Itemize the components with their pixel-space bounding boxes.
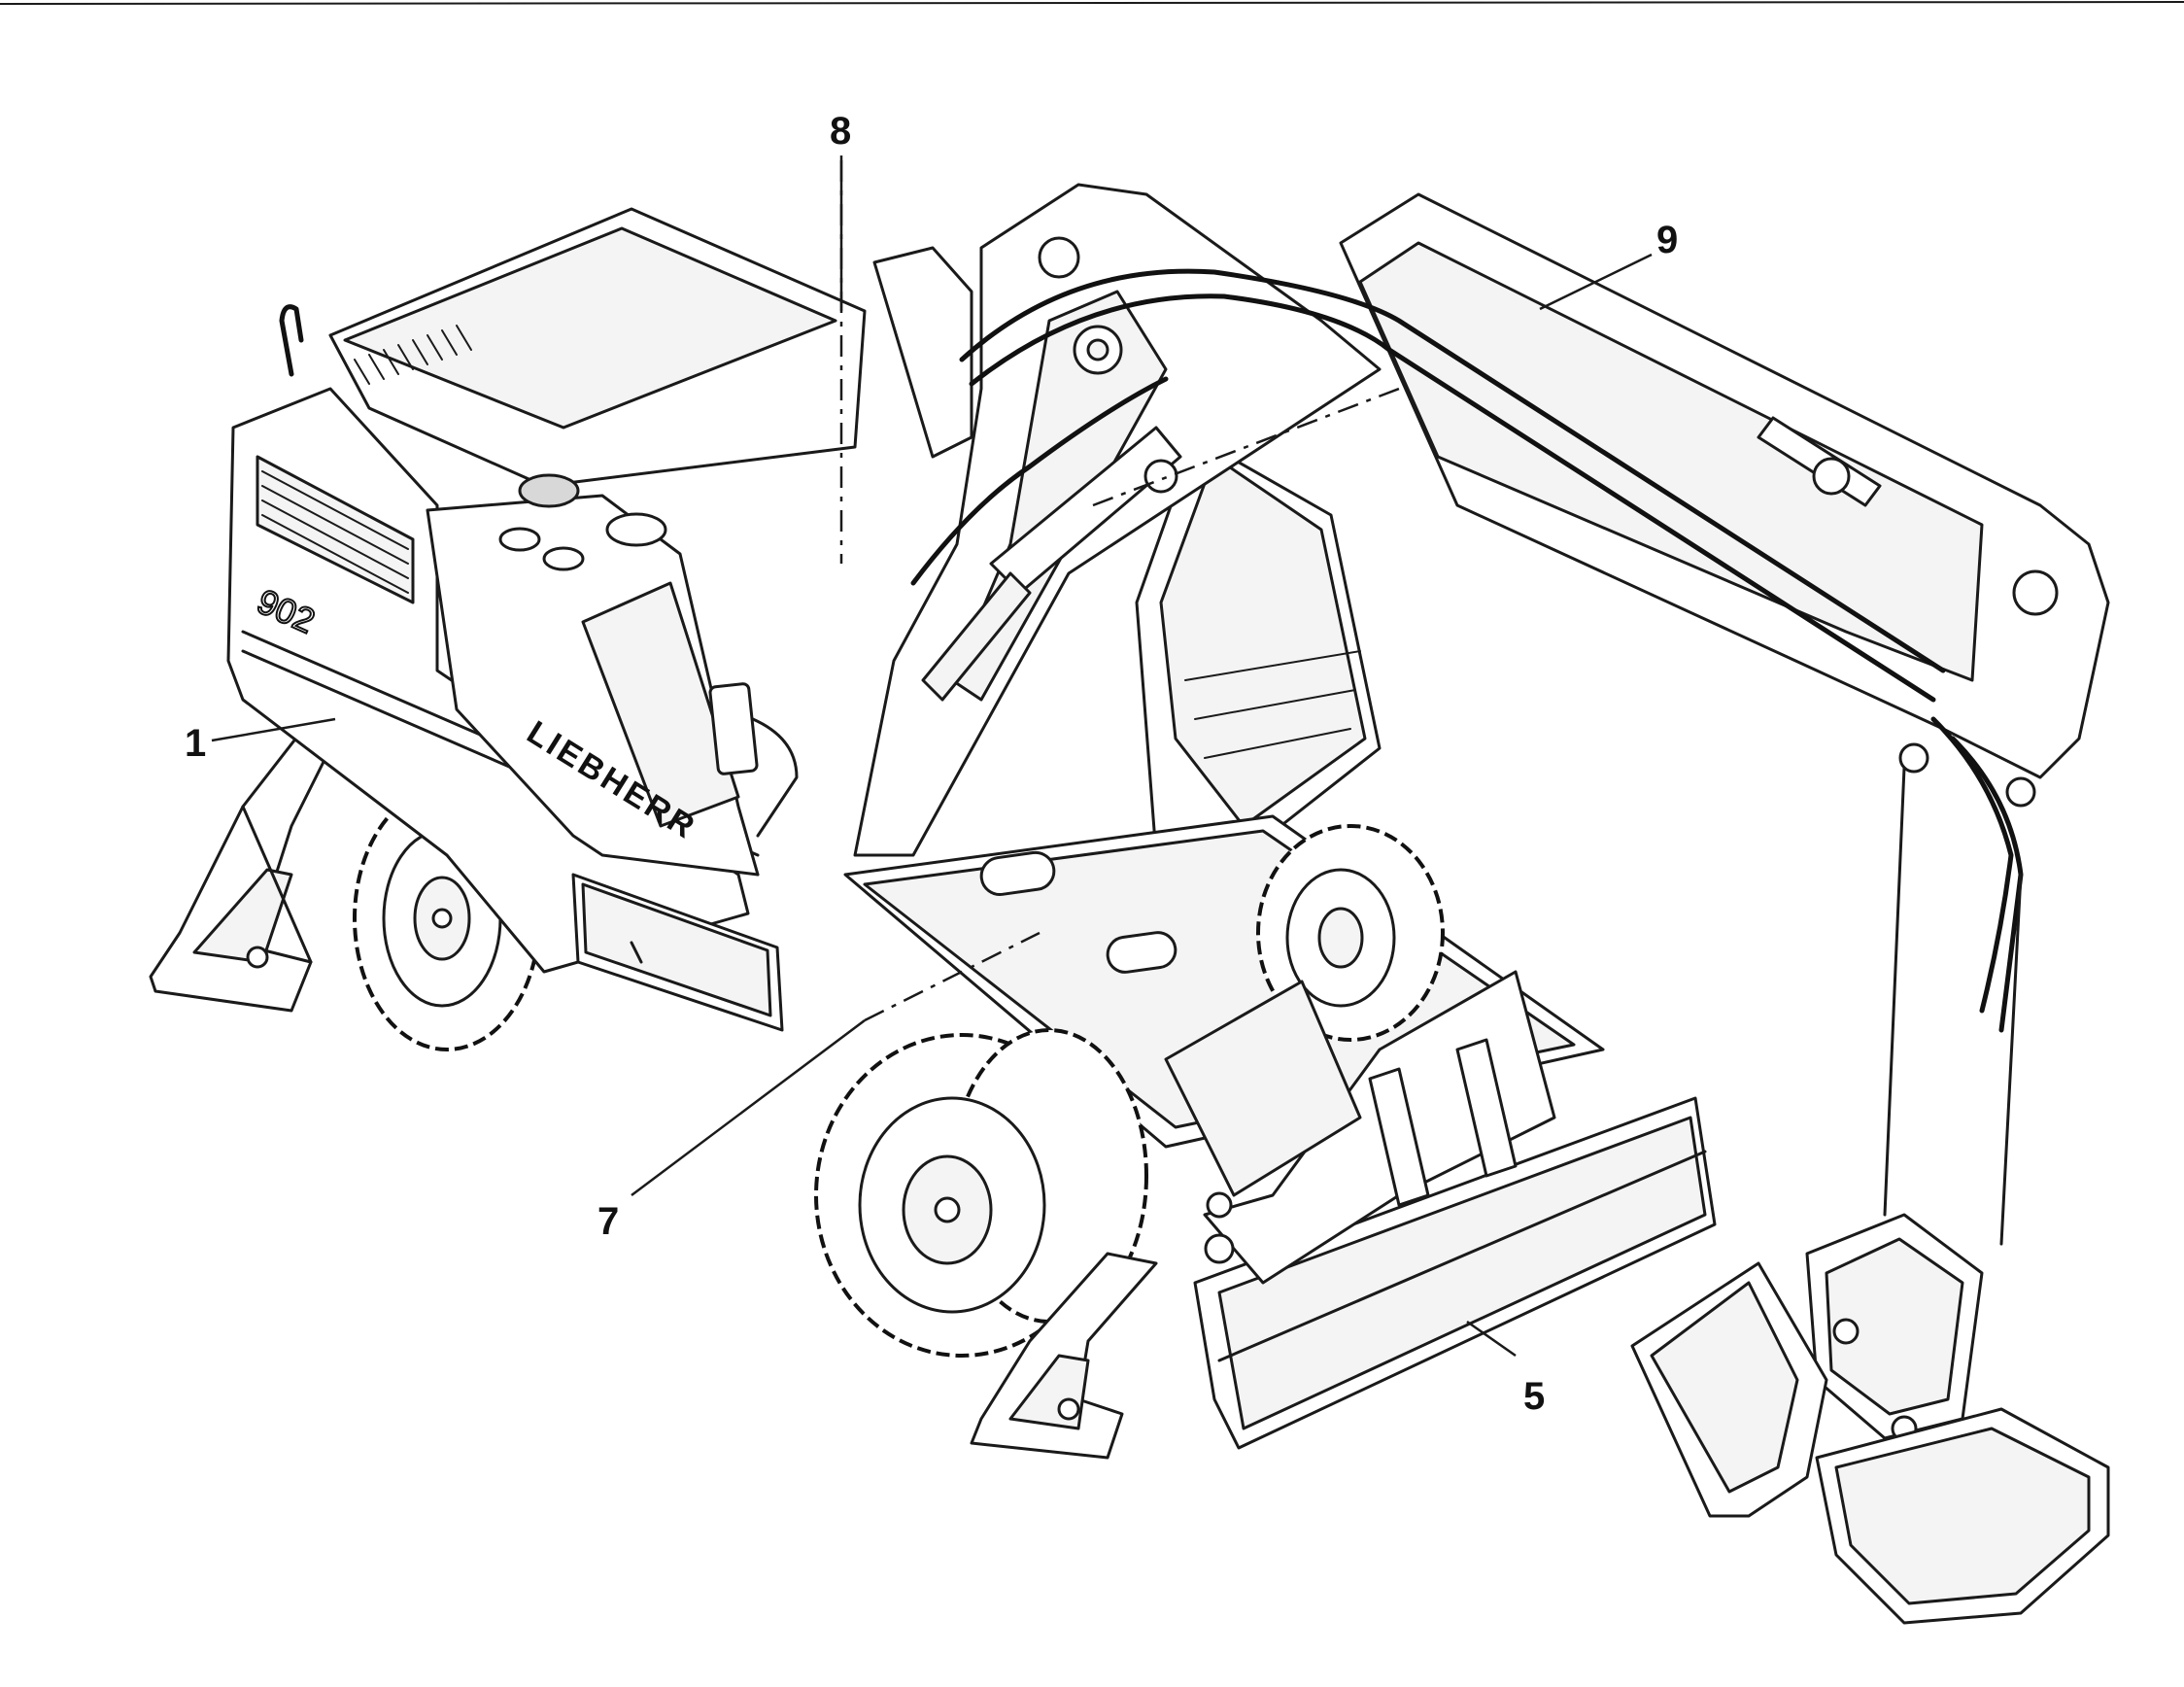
callout-5: 5	[1523, 1375, 1545, 1418]
clamshell-grab	[1630, 766, 2110, 1625]
callout-leaders	[211, 155, 1653, 1358]
side-mirror	[708, 682, 799, 838]
callout-7: 7	[597, 1200, 619, 1243]
callout-1: 1	[185, 722, 206, 765]
top-border-line	[0, 1, 2184, 5]
dozer-blade	[1164, 970, 1717, 1450]
arm	[1339, 192, 2110, 808]
callout-9: 9	[1656, 219, 1678, 261]
boom-cylinder	[921, 426, 1182, 702]
operator-cab	[872, 246, 1382, 857]
callout-8: 8	[830, 110, 851, 153]
rear-left-outrigger	[149, 717, 337, 1013]
hydraulic-tank	[426, 473, 760, 877]
engine-hood	[279, 207, 867, 488]
hydraulic-hoses	[910, 268, 2024, 1033]
centre-lines	[839, 160, 1400, 1022]
front-left-outrigger	[970, 1252, 1158, 1460]
front-left-wheel	[814, 1028, 1148, 1358]
